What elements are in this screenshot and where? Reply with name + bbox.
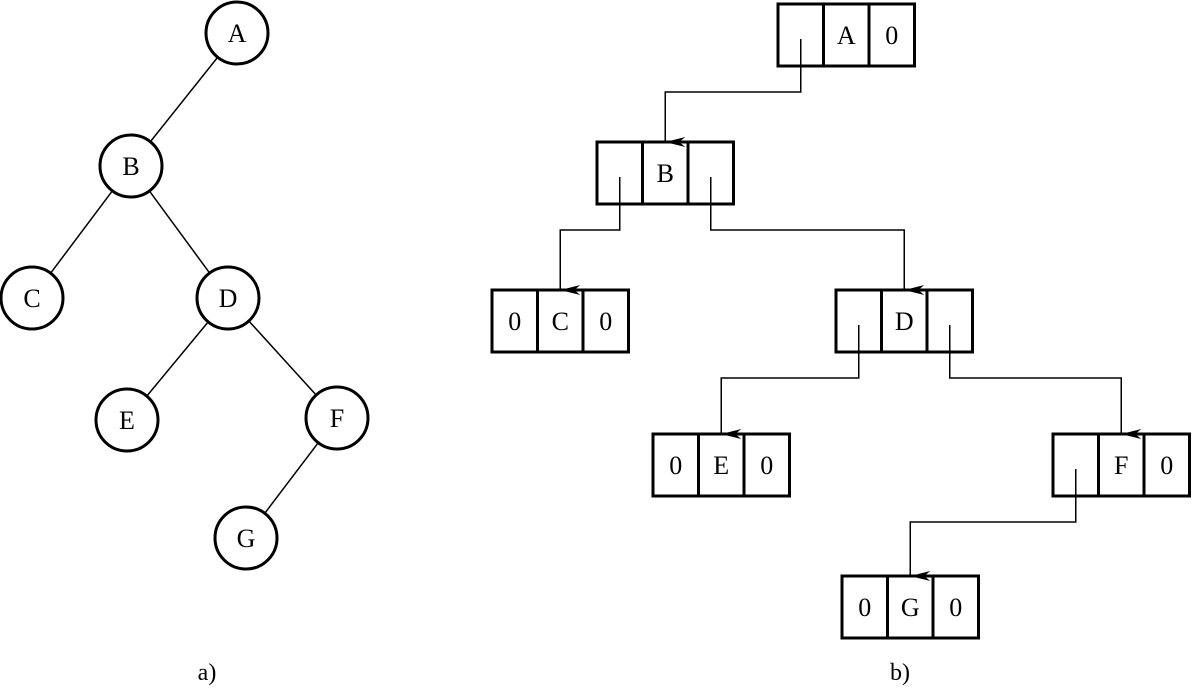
tree-node-C [0,265,65,331]
list-node-B-right-cell [686,140,735,206]
tree-edge-F-G [264,442,319,514]
list-node-F-data-text: F [1114,451,1128,480]
tree-edge-A-B [149,56,219,143]
list-node-E-right-text: 0 [760,451,773,480]
pointer-D-left-to-E [720,325,860,439]
list-node-C-right-cell [581,288,630,354]
tree-node-D [195,265,261,331]
tree-node-label-G: G [237,524,256,553]
list-node-D-data-text: D [895,307,914,336]
tree-node-F [304,385,370,451]
list-node-B-data-text: B [657,159,674,188]
tree-node-G [213,505,279,571]
tree-node-label-A: A [228,19,247,48]
list-node-F-right-cell [1142,432,1191,498]
tree-edge-D-F [248,320,317,396]
list-node-G-right-cell [931,574,980,640]
list-node-A-right-cell [867,2,916,68]
tree-edge-D-E [146,321,209,397]
list-node-A-right-text: 0 [885,21,898,50]
tree-node-label-C: C [23,284,40,313]
pointer-D-right-to-F [949,325,1142,439]
tree-node-B [98,133,164,199]
tree-node-label-F: F [330,404,344,433]
tree-edge-B-C [49,190,114,274]
list-node-A-data-text: A [837,21,856,50]
list-node-E-right-cell [742,432,791,498]
list-node-C-left-text: 0 [508,307,521,336]
pointer-F-left-to-G [909,469,1077,581]
caption-a: a) [198,660,217,686]
list-node-G-right-text: 0 [949,593,962,622]
list-node-D-right-cell [925,288,974,354]
tree-edge-B-D [148,190,211,274]
tree-node-label-D: D [219,284,238,313]
list-node-E-left-text: 0 [669,451,682,480]
pointer-B-right-to-D [710,177,925,295]
list-node-C-data-text: C [552,307,569,336]
list-node-G-data-text: G [901,593,920,622]
pointer-B-left-to-C [559,177,621,295]
list-node-G-left-text: 0 [858,593,871,622]
caption-b: b) [890,660,910,686]
list-node-F-right-text: 0 [1160,451,1173,480]
tree-node-label-B: B [122,152,139,181]
pointer-A-left-to-B [664,39,802,147]
list-node-C-right-text: 0 [599,307,612,336]
tree-node-A [204,0,270,66]
tree-node-E [94,387,160,453]
tree-node-label-E: E [119,406,135,435]
list-node-E-data-text: E [713,451,729,480]
